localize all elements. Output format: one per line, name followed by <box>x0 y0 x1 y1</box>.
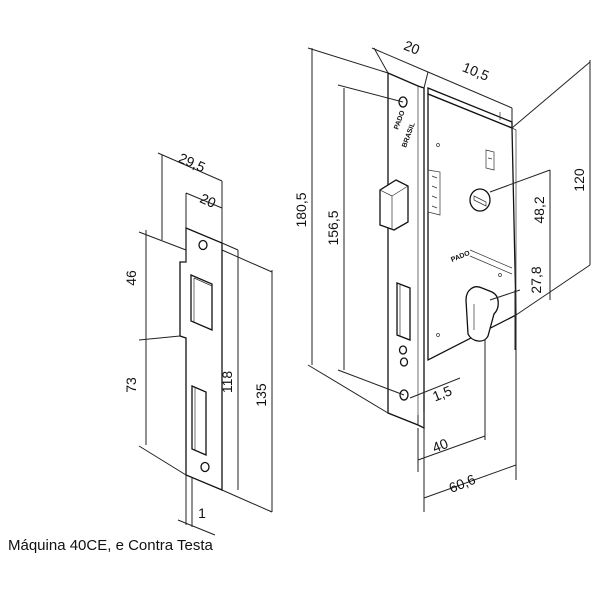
lock-body: PADO BRASIL PADO <box>293 37 591 512</box>
dim-case-height: 120 <box>571 168 587 192</box>
dim-strike-upper: 46 <box>123 270 139 286</box>
strike-bolt-window <box>191 385 207 456</box>
dim-faceplate-thickness: 1,5 <box>430 382 454 404</box>
dim-strike-width: 20 <box>198 190 219 211</box>
dim-strike-height: 135 <box>253 383 269 407</box>
faceplate-mid-hole-1 <box>398 345 408 355</box>
dim-faceplate-height: 180,5 <box>293 192 309 227</box>
deadbolt-slot <box>396 282 411 341</box>
dim-strike-offset: 1 <box>198 505 206 521</box>
figure-caption: Máquina 40CE, e Contra Testa <box>8 537 213 554</box>
strike-top-hole <box>198 239 208 251</box>
dim-backset: 40 <box>430 435 451 456</box>
dim-spindle-center: 48,2 <box>531 196 547 223</box>
dim-hole-spacing: 156,5 <box>325 210 341 245</box>
dim-faceplate-width: 20 <box>402 37 423 58</box>
dim-total-depth: 60,6 <box>446 471 477 496</box>
dim-cylinder-spacing: 27,8 <box>528 266 544 293</box>
dim-strike-lower: 73 <box>123 377 139 393</box>
dim-depth-top: 10,5 <box>460 59 491 84</box>
strike-latch-window <box>190 274 213 331</box>
strike-bottom-hole <box>200 461 210 473</box>
cylinder-hole <box>465 286 499 342</box>
dim-strike-total-width: 29,5 <box>176 150 208 176</box>
faceplate-mid-hole-2 <box>399 357 409 367</box>
strike-plate: 29,5 20 46 73 118 135 1 <box>123 150 273 536</box>
latch-bolt <box>379 179 409 231</box>
spindle-hole <box>469 188 491 212</box>
dim-strike-inner: 118 <box>219 371 235 394</box>
